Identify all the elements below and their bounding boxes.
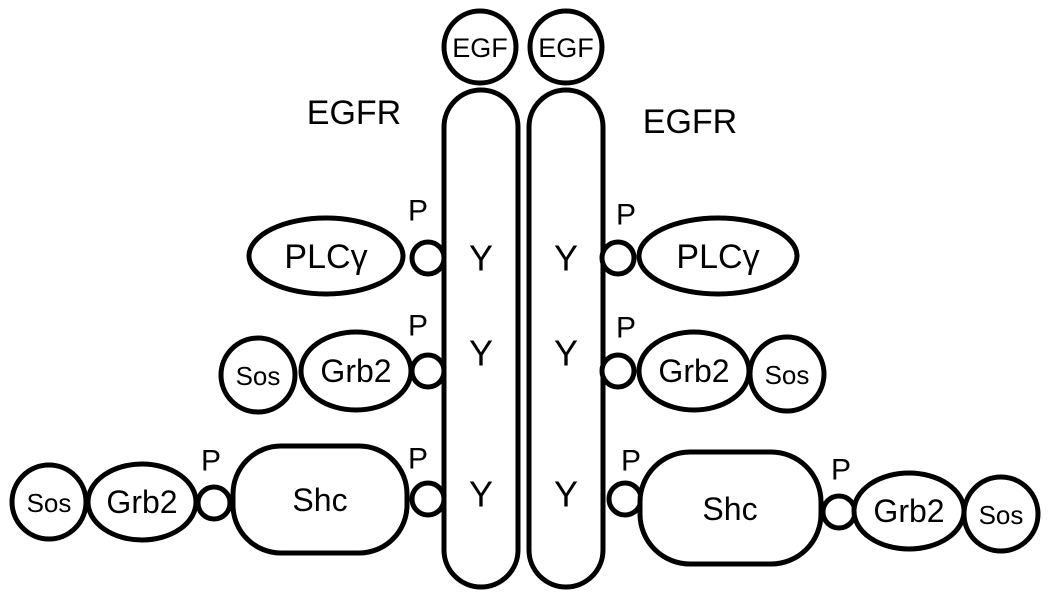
phosphate-label-right-middle: P bbox=[616, 312, 636, 345]
phosphate-right-middle bbox=[599, 352, 637, 390]
egfr-label-left: EGFR bbox=[307, 94, 401, 132]
egfr-label-right: EGFR bbox=[643, 103, 737, 141]
shc-left-label: Shc bbox=[292, 482, 347, 518]
phosphate-label-shc-left: P bbox=[201, 445, 221, 478]
tyrosine-left-middle: Y bbox=[469, 333, 493, 374]
egfr-receptor-left bbox=[441, 87, 521, 590]
phosphate-label-shc-right: P bbox=[831, 454, 851, 487]
phosphate-label-left-bottom: P bbox=[408, 443, 428, 476]
phosphate-label-right-bottom: P bbox=[621, 445, 641, 478]
phosphate-left-top bbox=[409, 239, 447, 277]
tyrosine-left-bottom: Y bbox=[469, 474, 493, 515]
plc-gamma-right bbox=[636, 215, 800, 297]
sos-right-bottom bbox=[961, 474, 1041, 554]
sos-left-middle bbox=[218, 335, 298, 415]
phosphate-shc-left bbox=[195, 484, 233, 522]
plc-gamma-left bbox=[246, 215, 406, 297]
grb2-right-middle-label: Grb2 bbox=[658, 353, 729, 389]
grb2-left-middle bbox=[298, 329, 414, 413]
sos-left-middle-label: Sos bbox=[236, 361, 281, 391]
phosphate-left-bottom bbox=[409, 480, 447, 518]
grb2-right-bottom-label: Grb2 bbox=[873, 493, 944, 529]
egfr-receptor-right bbox=[526, 87, 606, 590]
phosphate-left-middle bbox=[409, 352, 447, 390]
sos-left-bottom bbox=[9, 462, 89, 542]
shc-right-label: Shc bbox=[702, 491, 757, 527]
sos-left-bottom-label: Sos bbox=[27, 488, 72, 518]
phosphate-right-top bbox=[599, 239, 637, 277]
egf-ligand-left bbox=[441, 8, 519, 86]
phosphate-label-right-top: P bbox=[616, 199, 636, 232]
grb2-left-middle-label: Grb2 bbox=[320, 353, 391, 389]
phosphate-right-bottom bbox=[606, 480, 644, 518]
tyrosine-left-top: Y bbox=[469, 238, 493, 279]
plc-gamma-left-label: PLCγ bbox=[284, 238, 367, 276]
egf-ligand-right bbox=[527, 8, 605, 86]
plc-gamma-right-label: PLCγ bbox=[676, 238, 759, 276]
egf-ligand-right-label: EGF bbox=[538, 33, 594, 63]
tyrosine-right-top: Y bbox=[554, 238, 578, 279]
egf-ligand-left-label: EGF bbox=[452, 33, 508, 63]
grb2-left-bottom-label: Grb2 bbox=[106, 484, 177, 520]
tyrosine-right-bottom: Y bbox=[554, 474, 578, 515]
shc-left bbox=[230, 443, 410, 556]
phosphate-label-left-top: P bbox=[408, 195, 428, 228]
sos-right-middle-label: Sos bbox=[765, 360, 810, 390]
sos-right-bottom-label: Sos bbox=[979, 500, 1024, 530]
tyrosine-right-middle: Y bbox=[554, 333, 578, 374]
sos-right-middle bbox=[747, 334, 827, 414]
phosphate-shc-right bbox=[820, 493, 858, 531]
phosphate-label-left-middle: P bbox=[408, 310, 428, 343]
